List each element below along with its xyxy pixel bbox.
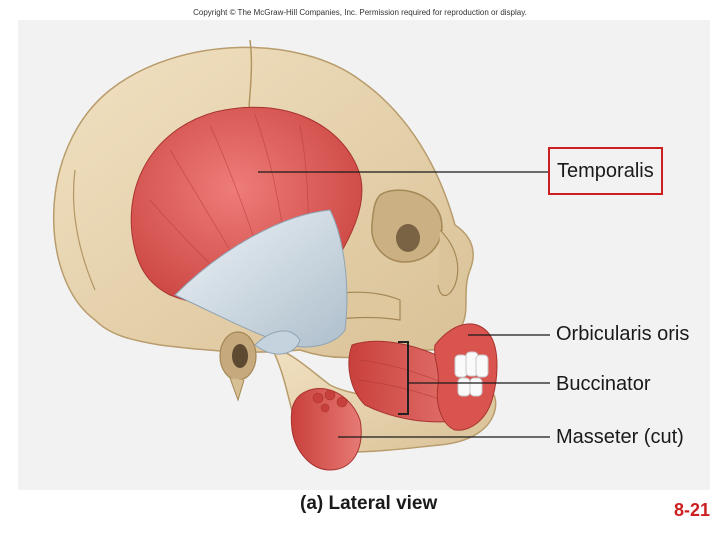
label-temporalis: Temporalis <box>557 160 654 182</box>
label-buccinator: Buccinator <box>556 373 651 395</box>
slide-number: 8-21 <box>673 500 710 520</box>
buccinator-bracket <box>398 341 409 415</box>
copyright-notice: Copyright © The McGraw-Hill Companies, I… <box>193 8 527 17</box>
label-orbicularis-oris: Orbicularis oris <box>556 323 690 345</box>
temporalis-tendon <box>174 209 348 348</box>
leader-lines <box>258 171 550 438</box>
figure-caption: (a) Lateral view <box>300 493 438 514</box>
temporalis-highlight-box <box>548 147 663 195</box>
label-masseter: Masseter (cut) <box>556 426 684 448</box>
masseter-muscle <box>290 387 362 471</box>
